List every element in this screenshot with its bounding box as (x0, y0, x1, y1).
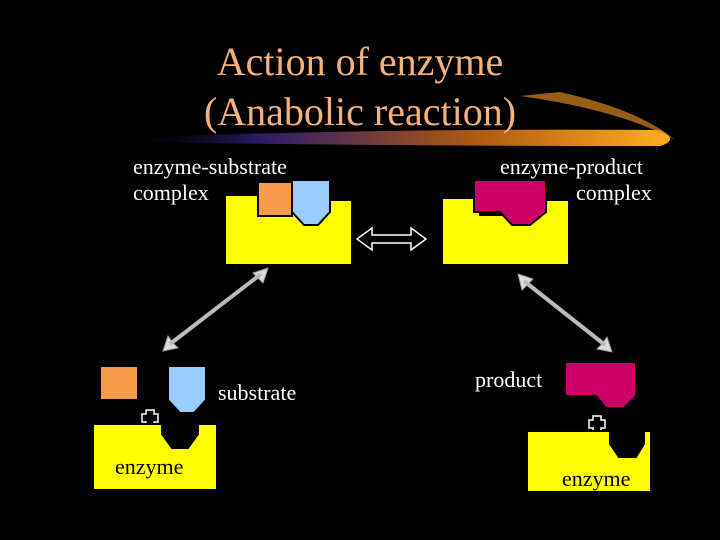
diagonal-arrow-left (162, 267, 269, 352)
title-line-2: (Anabolic reaction) (203, 89, 517, 134)
product-label: product (475, 367, 543, 392)
product-ep (473, 179, 547, 226)
es-complex-label-line-1: enzyme-substrate (133, 154, 287, 179)
ep-complex-label-line-2: complex (576, 180, 652, 205)
enzyme-free-left (92, 423, 218, 491)
plus-sign-right (588, 415, 606, 433)
free-substrates (99, 365, 207, 414)
enzyme-label-right: enzyme (562, 466, 631, 491)
reversible-arrow (355, 226, 428, 252)
diagonal-arrow-right (517, 273, 613, 353)
product-free (564, 361, 637, 409)
enzyme-substrate-complex (224, 179, 353, 266)
enzyme-free-right (526, 430, 652, 493)
ep-complex-label-line-1: enzyme-product (500, 154, 643, 179)
enzyme-label-left: enzyme (115, 454, 184, 479)
title-line-1: Action of enzyme (216, 39, 504, 84)
substrate-blue-es (291, 179, 331, 226)
substrate-orange-es (257, 181, 293, 217)
enzyme-product-complex (441, 179, 570, 266)
substrate-blue (167, 365, 207, 414)
substrate-label: substrate (218, 380, 297, 405)
es-complex-label-line-2: complex (133, 180, 209, 205)
substrate-orange (99, 365, 139, 401)
